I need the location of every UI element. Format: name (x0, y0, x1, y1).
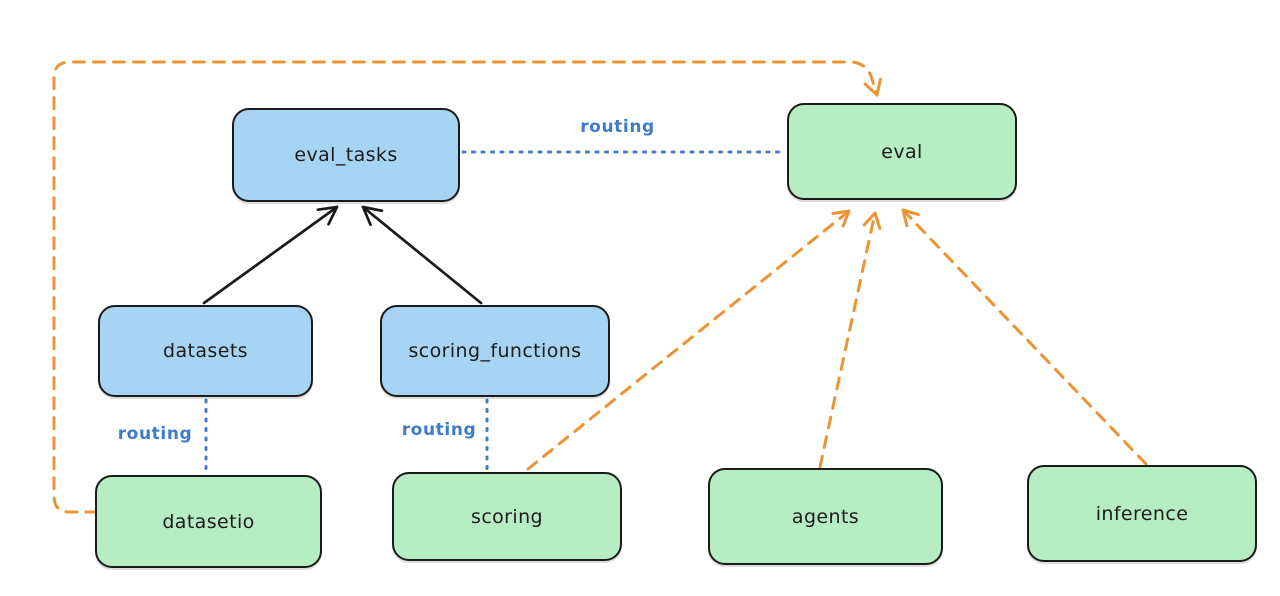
node-scoring-functions[interactable]: scoring_functions (380, 305, 610, 397)
node-agents-label: agents (791, 505, 860, 528)
node-scoring-functions-label: scoring_functions (408, 340, 582, 362)
node-scoring[interactable]: scoring (392, 472, 622, 561)
node-eval-label: eval (881, 140, 923, 163)
node-scoring-label: scoring (471, 505, 543, 528)
node-eval-tasks[interactable]: eval_tasks (232, 108, 460, 202)
edge-inference-to-eval[interactable] (901, 208, 1148, 466)
edge-agents-to-eval[interactable] (818, 211, 882, 469)
node-inference[interactable]: inference (1027, 465, 1257, 562)
edge-scoring-functions-to-eval-tasks[interactable] (361, 205, 483, 305)
node-datasetio[interactable]: datasetio (95, 475, 322, 568)
edge-label-routing-datasetio: routing (117, 424, 193, 444)
edge-datasets-to-eval-tasks[interactable] (202, 205, 339, 305)
node-eval-tasks-label: eval_tasks (294, 144, 398, 166)
node-inference-label: inference (1095, 502, 1189, 525)
node-datasetio-label: datasetio (162, 510, 255, 533)
edge-scoring-to-eval[interactable] (526, 209, 851, 471)
node-datasets-label: datasets (163, 340, 248, 362)
edge-label-routing-scoring: routing (401, 420, 477, 440)
edge-label-routing-top: routing (580, 117, 655, 137)
node-eval[interactable]: eval (787, 103, 1017, 200)
edge-datasetio-to-eval[interactable] (52, 60, 882, 514)
node-datasets[interactable]: datasets (98, 305, 313, 397)
node-agents[interactable]: agents (708, 468, 943, 565)
